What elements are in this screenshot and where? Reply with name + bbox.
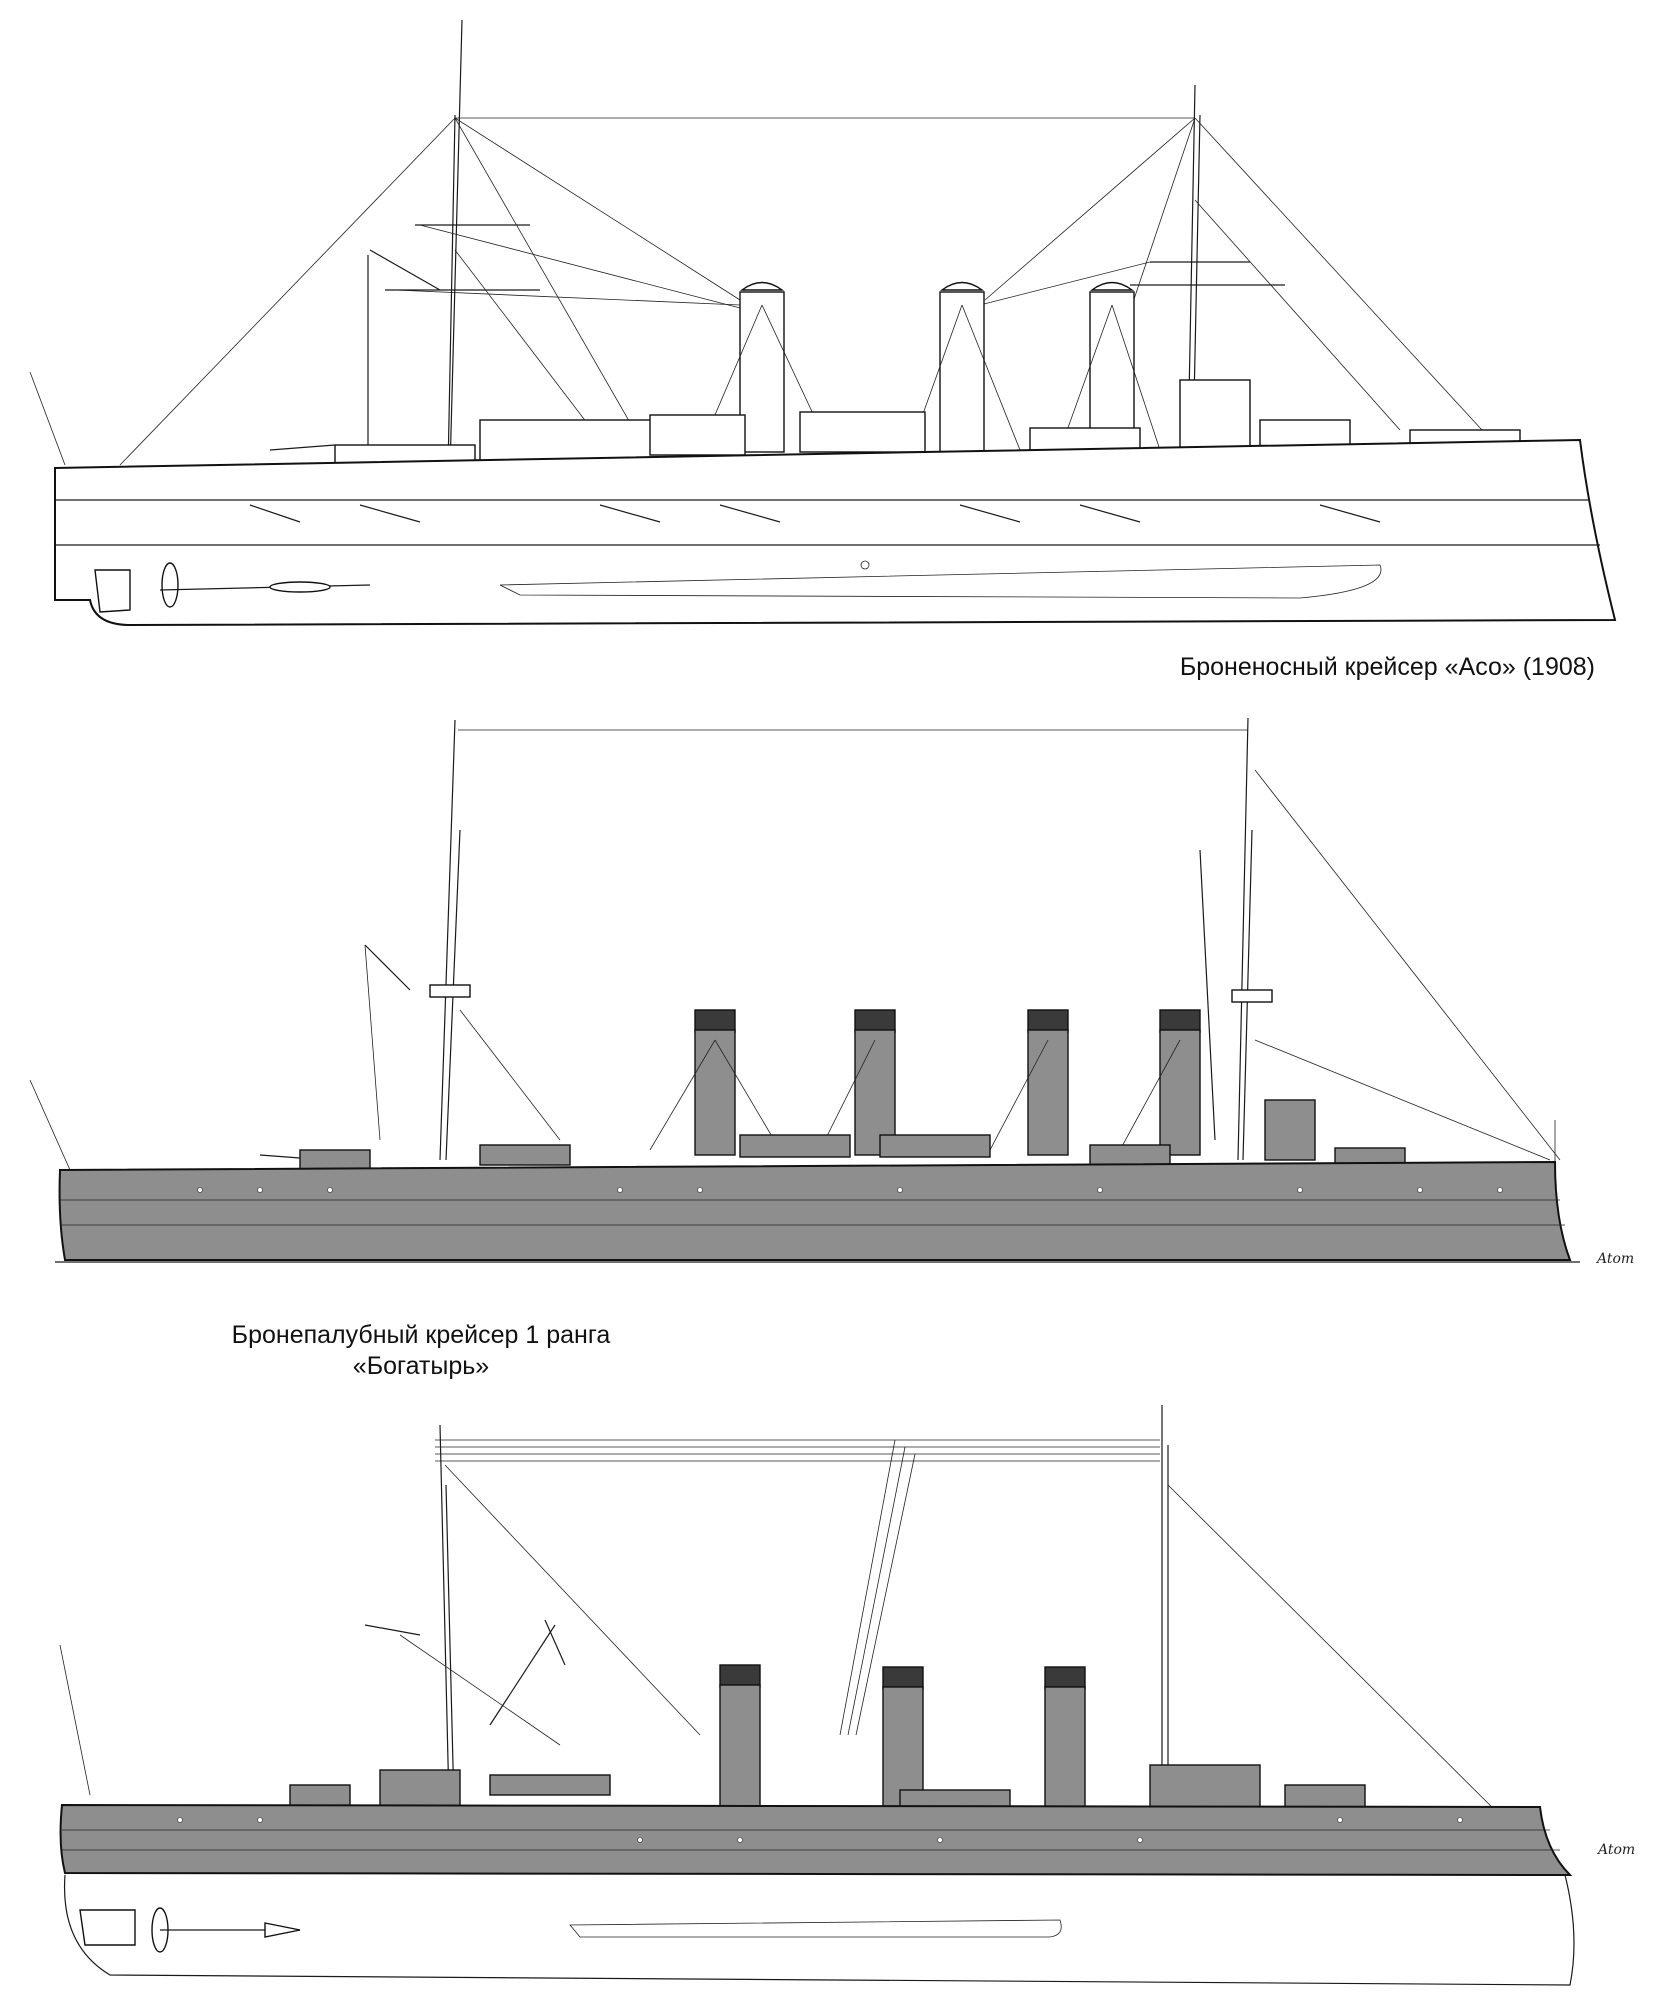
propeller-and-rudder — [79, 1907, 301, 1953]
bilge-keel — [569, 1919, 1062, 1938]
mainmast — [1199, 717, 1273, 1161]
caption-aso: Броненосный крейсер «Асо» (1908) — [1179, 653, 1595, 681]
caption-bogatyr-line-1: Бронепалубный крейсер 1 ранга — [231, 1321, 611, 1349]
propeller-and-rudder — [94, 562, 371, 613]
aerials-and-rigging — [59, 1439, 1521, 1836]
funnels — [699, 281, 1161, 453]
hull-ports — [177, 1817, 1463, 1843]
artist-signature: Atom — [1598, 1842, 1636, 1858]
artist-signature: Atom — [1597, 1251, 1635, 1267]
boats-and-superstructure — [289, 1764, 1366, 1811]
hull-ports — [197, 1187, 1503, 1193]
foremast — [367, 19, 540, 471]
ship-drawing-third — [59, 1405, 1575, 1986]
foremast — [364, 719, 471, 1161]
hull — [58, 1160, 1572, 1261]
hull — [59, 1803, 1573, 1877]
casemate-guns — [249, 504, 1381, 523]
funnels — [649, 1009, 1201, 1156]
underwater-hull-outline — [63, 1874, 1575, 1986]
hull-port — [860, 560, 870, 570]
hull — [54, 438, 1617, 627]
caption-bogatyr-line-2: «Богатырь» — [352, 1352, 490, 1380]
ship-drawing-bogatyr — [29, 717, 1580, 1263]
rigging — [29, 117, 1483, 466]
rigging — [29, 729, 1561, 1171]
boats-and-superstructure — [259, 1099, 1406, 1171]
armour-belt-line — [499, 564, 1382, 599]
caption-bogatyr: Бронепалубный крейсер 1 ранга «Богатырь» — [186, 1320, 656, 1382]
ship-drawing-aso — [29, 19, 1617, 627]
